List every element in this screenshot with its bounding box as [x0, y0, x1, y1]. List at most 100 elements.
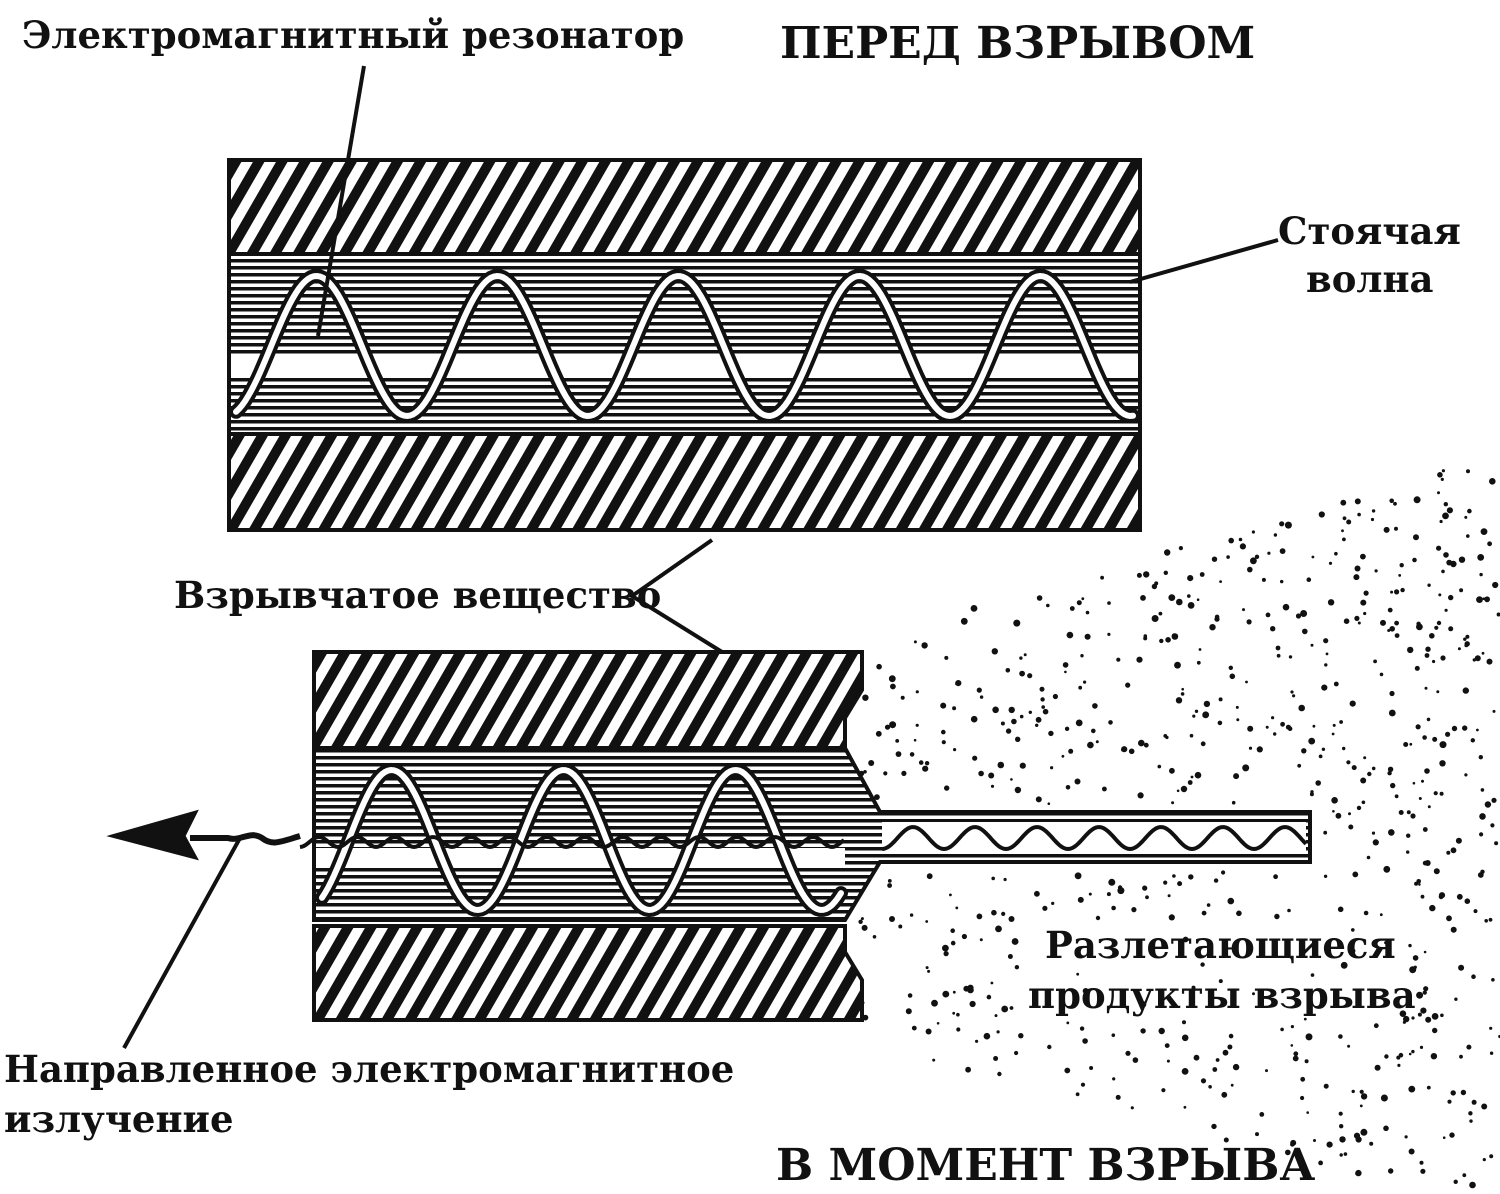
explosion-particle	[1399, 1010, 1407, 1017]
explosion-particle	[1418, 797, 1422, 800]
explosion-particle	[1332, 723, 1336, 727]
explosion-particle	[1342, 516, 1347, 521]
explosion-particle	[955, 680, 962, 687]
explosion-particle	[1421, 779, 1424, 783]
radiation-wave	[299, 835, 846, 850]
explosion-particle	[913, 640, 917, 644]
explosion-particle	[1408, 1085, 1416, 1093]
explosion-particle	[991, 876, 995, 881]
explosion-particle	[1433, 868, 1440, 875]
explosion-particle	[1451, 725, 1458, 732]
explosion-particle	[1446, 915, 1452, 922]
explosion-particle	[1200, 741, 1206, 747]
explosion-particle	[1178, 546, 1183, 551]
explosion-particle	[1235, 705, 1239, 709]
explosion-particle	[943, 951, 949, 957]
explosion-particle	[1158, 1027, 1165, 1035]
explosion-particle	[1422, 735, 1427, 740]
explosion-particle	[1388, 829, 1395, 836]
explosion-particle	[1306, 1111, 1309, 1114]
explosion-particle	[1176, 598, 1183, 606]
explosion-particle	[1420, 1168, 1426, 1174]
explosion-particle	[942, 990, 950, 998]
explosion-particle	[1394, 589, 1400, 595]
explosion-particle	[1079, 1026, 1085, 1031]
explosion-particle	[913, 738, 917, 742]
explosion-particle	[1324, 663, 1328, 667]
explosion-particle	[1481, 651, 1485, 655]
explosion-particle	[1280, 721, 1285, 727]
explosion-particle	[1367, 771, 1372, 777]
explosion-particle	[1450, 926, 1457, 933]
explosion-particle	[1363, 590, 1369, 596]
explosion-particle	[1182, 936, 1189, 943]
explosion-particle	[1459, 588, 1464, 593]
explosion-particle	[883, 771, 888, 776]
explosion-particle	[1374, 569, 1378, 573]
explosion-particle	[1089, 1066, 1094, 1070]
explosion-particle	[1371, 509, 1376, 513]
explosion-particle	[1000, 721, 1005, 726]
explosion-particle	[1019, 762, 1026, 769]
explosion-particle	[1458, 964, 1465, 971]
explosion-particle	[1321, 747, 1326, 751]
explosion-particle	[1477, 554, 1485, 561]
explosion-particle	[1310, 643, 1314, 647]
explosion-particle	[1287, 908, 1291, 913]
explosion-particle	[1261, 577, 1266, 582]
explosion-particle	[1416, 879, 1421, 884]
explosion-particle	[1441, 569, 1445, 574]
explosion-particle	[1323, 830, 1328, 835]
explosion-products	[858, 469, 1500, 1189]
explosion-particle	[1355, 1169, 1362, 1177]
explosion-particle	[1293, 1051, 1299, 1057]
explosion-particle	[1301, 748, 1307, 754]
label-products-line2: продукты взрыва	[1028, 973, 1416, 1017]
explosion-particle	[1219, 580, 1222, 583]
explosion-particle	[1075, 1092, 1080, 1097]
explosion-particle	[1468, 1111, 1473, 1116]
resonator-cavity-compressed	[312, 746, 1312, 922]
explosion-particle	[915, 723, 919, 727]
explosion-particle	[1465, 634, 1470, 639]
explosion-particle	[1102, 786, 1107, 792]
explosion-particle	[994, 1014, 998, 1018]
explosion-particle	[1188, 874, 1194, 880]
explosion-particle	[1143, 571, 1150, 578]
explosion-particle	[1310, 973, 1315, 977]
explosion-particle	[1223, 1137, 1229, 1143]
explosion-particle	[1425, 646, 1431, 652]
explosion-particle	[1420, 894, 1425, 899]
explosion-particle	[1076, 972, 1080, 976]
explosion-particle	[858, 919, 863, 924]
explosion-particle	[1209, 624, 1216, 631]
explosion-particle	[976, 687, 982, 693]
explosion-particle	[1460, 1089, 1467, 1096]
explosion-particle	[925, 920, 929, 923]
explosion-particle	[1470, 738, 1476, 743]
explosion-particle	[1419, 1045, 1424, 1049]
explosion-particle	[1420, 1007, 1427, 1014]
explosion-particle	[1112, 1077, 1116, 1081]
explosion-particle	[1379, 672, 1384, 677]
explosion-particle	[922, 765, 929, 772]
explosion-particle	[950, 940, 956, 946]
explosion-particle	[1496, 612, 1500, 617]
explosion-particle	[1163, 734, 1168, 738]
explosion-particle	[1285, 724, 1291, 730]
explosion-particle	[1218, 697, 1223, 702]
explosion-particle	[1458, 556, 1466, 563]
explosion-particle	[1035, 796, 1042, 803]
explosion-particle	[887, 883, 892, 888]
explosion-particle	[887, 879, 892, 883]
explosion-particle	[1486, 658, 1493, 665]
explosion-particle	[1143, 742, 1149, 748]
explosion-particle	[1327, 599, 1335, 606]
explosion-particle	[1380, 1094, 1388, 1102]
explosion-particle	[1229, 673, 1236, 680]
explosion-particle	[1387, 766, 1394, 772]
explosion-particle	[1066, 1021, 1070, 1025]
explosion-particle	[1417, 1012, 1422, 1017]
explosion-particle	[911, 1025, 917, 1031]
explosion-particle	[1015, 736, 1021, 742]
